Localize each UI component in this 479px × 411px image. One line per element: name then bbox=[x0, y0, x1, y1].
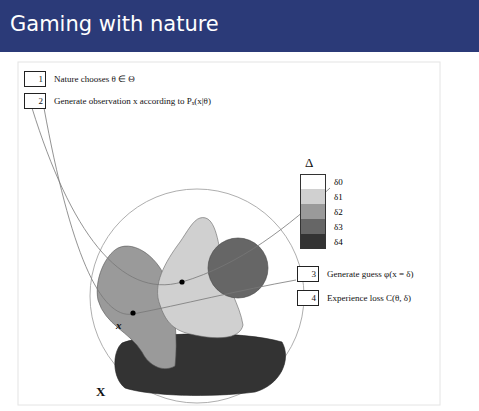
legend-swatch bbox=[300, 189, 326, 204]
step-node: 1 Nature chooses θ ∈ Θ bbox=[24, 71, 135, 87]
legend-text: δ1 bbox=[334, 192, 343, 202]
legend-row: δ0 bbox=[300, 174, 343, 189]
region-d3 bbox=[208, 238, 268, 298]
step-text: Generate observation x according to Pₓ(x… bbox=[54, 96, 211, 106]
figure-frame bbox=[18, 62, 440, 405]
legend-swatch bbox=[300, 234, 326, 249]
figure-label: Δ bbox=[305, 155, 313, 171]
legend-row: δ3 bbox=[300, 219, 343, 234]
legend-row: δ1 bbox=[300, 189, 343, 204]
step-number: 3 bbox=[297, 266, 319, 282]
step-text: Experience loss C(θ, δ) bbox=[327, 293, 411, 303]
legend-text: δ2 bbox=[334, 207, 343, 217]
legend-row: δ4 bbox=[300, 234, 343, 249]
legend-row: δ2 bbox=[300, 204, 343, 219]
step-node: 2 Generate observation x according to Pₓ(… bbox=[24, 93, 211, 109]
observation-space bbox=[90, 189, 304, 403]
sample-point bbox=[179, 279, 184, 284]
step-number: 2 bbox=[24, 93, 46, 109]
decision-legend: δ0 δ1 δ2 δ3 δ4 bbox=[300, 174, 343, 249]
legend-text: δ3 bbox=[334, 222, 343, 232]
step-number: 1 bbox=[24, 71, 46, 87]
legend-swatch bbox=[300, 219, 326, 234]
legend-text: δ0 bbox=[334, 177, 343, 187]
legend-text: δ4 bbox=[334, 237, 343, 247]
step-node: 3 Generate guess φ(x = δ) bbox=[297, 266, 413, 282]
figure-label: X bbox=[96, 384, 105, 400]
legend-swatch bbox=[300, 174, 326, 189]
guess-curve bbox=[44, 108, 296, 314]
loss-curve bbox=[32, 108, 330, 285]
legend-swatch bbox=[300, 204, 326, 219]
step-text: Nature chooses θ ∈ Θ bbox=[54, 74, 135, 84]
figure-label: x bbox=[116, 319, 122, 331]
step-number: 4 bbox=[297, 290, 319, 306]
slide-title: Gaming with nature bbox=[10, 12, 219, 36]
step-text: Generate guess φ(x = δ) bbox=[327, 269, 413, 279]
sample-point bbox=[130, 310, 135, 315]
step-node: 4 Experience loss C(θ, δ) bbox=[297, 290, 411, 306]
